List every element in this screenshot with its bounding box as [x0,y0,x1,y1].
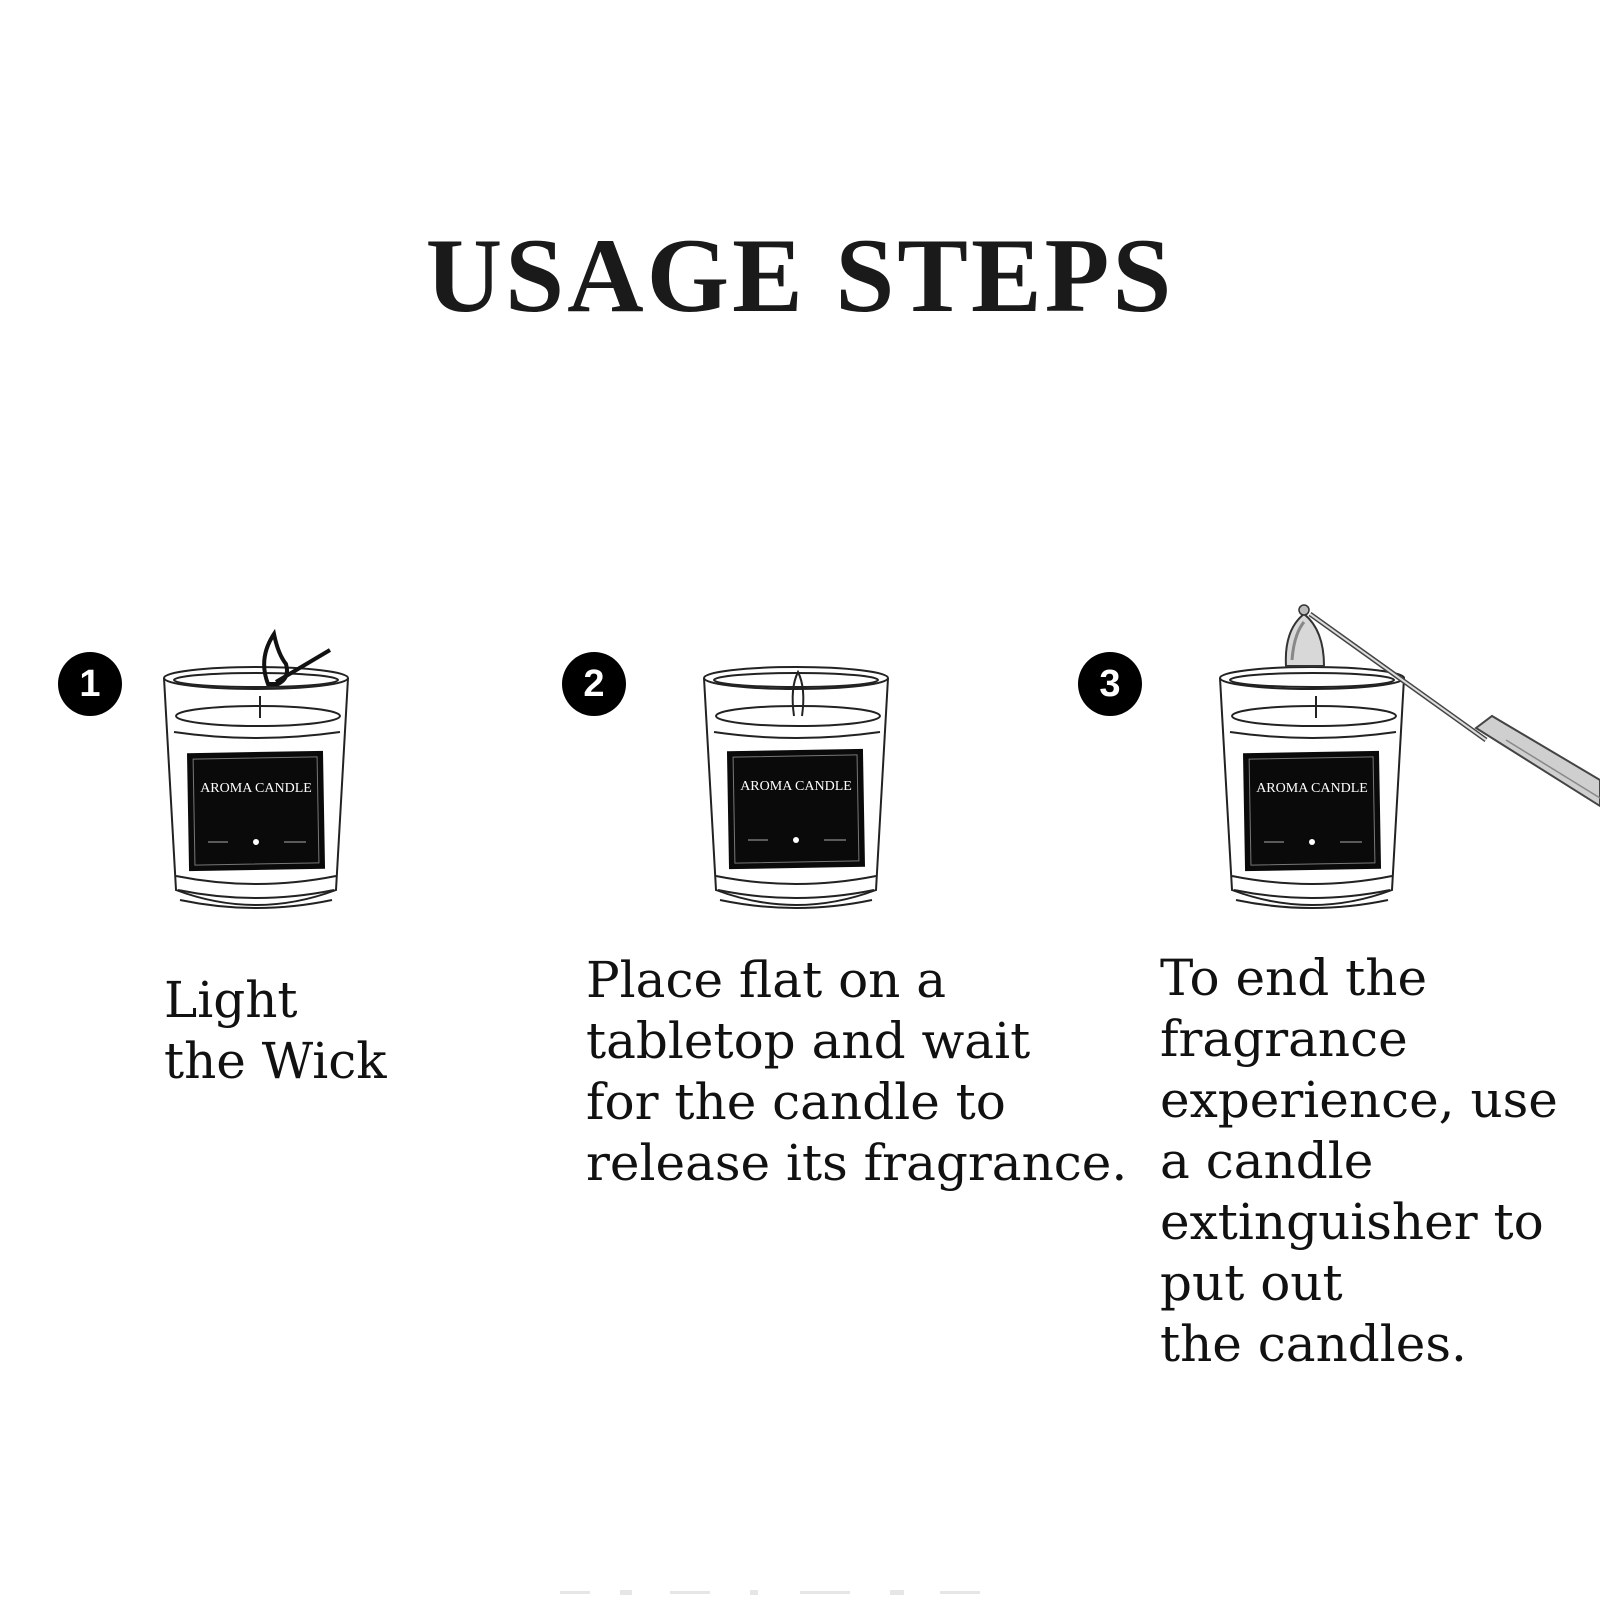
step-2-number: 2 [583,663,605,705]
step-2-candle-illustration: AROMA CANDLE [703,666,889,909]
match-flame-icon [262,628,332,686]
step-2-number-badge: 2 [562,652,626,716]
step-1-number: 1 [79,663,101,705]
step-3-number-badge: 3 [1078,652,1142,716]
step-1-number-badge: 1 [58,652,122,716]
step-1-candle-illustration: AROMA CANDLE [163,628,349,909]
step-3-number: 3 [1099,663,1121,705]
step-1-text: Light the Wick [164,971,387,1090]
page-title: USAGE STEPS [425,217,1175,335]
step-2-text: Place flat on a tabletop and wait for th… [586,951,1128,1192]
candle-snuffer-icon [1284,604,1600,808]
step-1-candle-label: AROMA CANDLE [200,781,312,796]
candle-jar-icon [703,666,889,909]
bottom-faint-decoration [560,1590,980,1595]
step-3-candle-illustration: AROMA CANDLE [1219,604,1600,909]
step-3-candle-label: AROMA CANDLE [1256,781,1368,796]
step-2-candle-label: AROMA CANDLE [740,779,852,794]
step-3-text: To end the fragrance experience, use a c… [1160,949,1558,1373]
